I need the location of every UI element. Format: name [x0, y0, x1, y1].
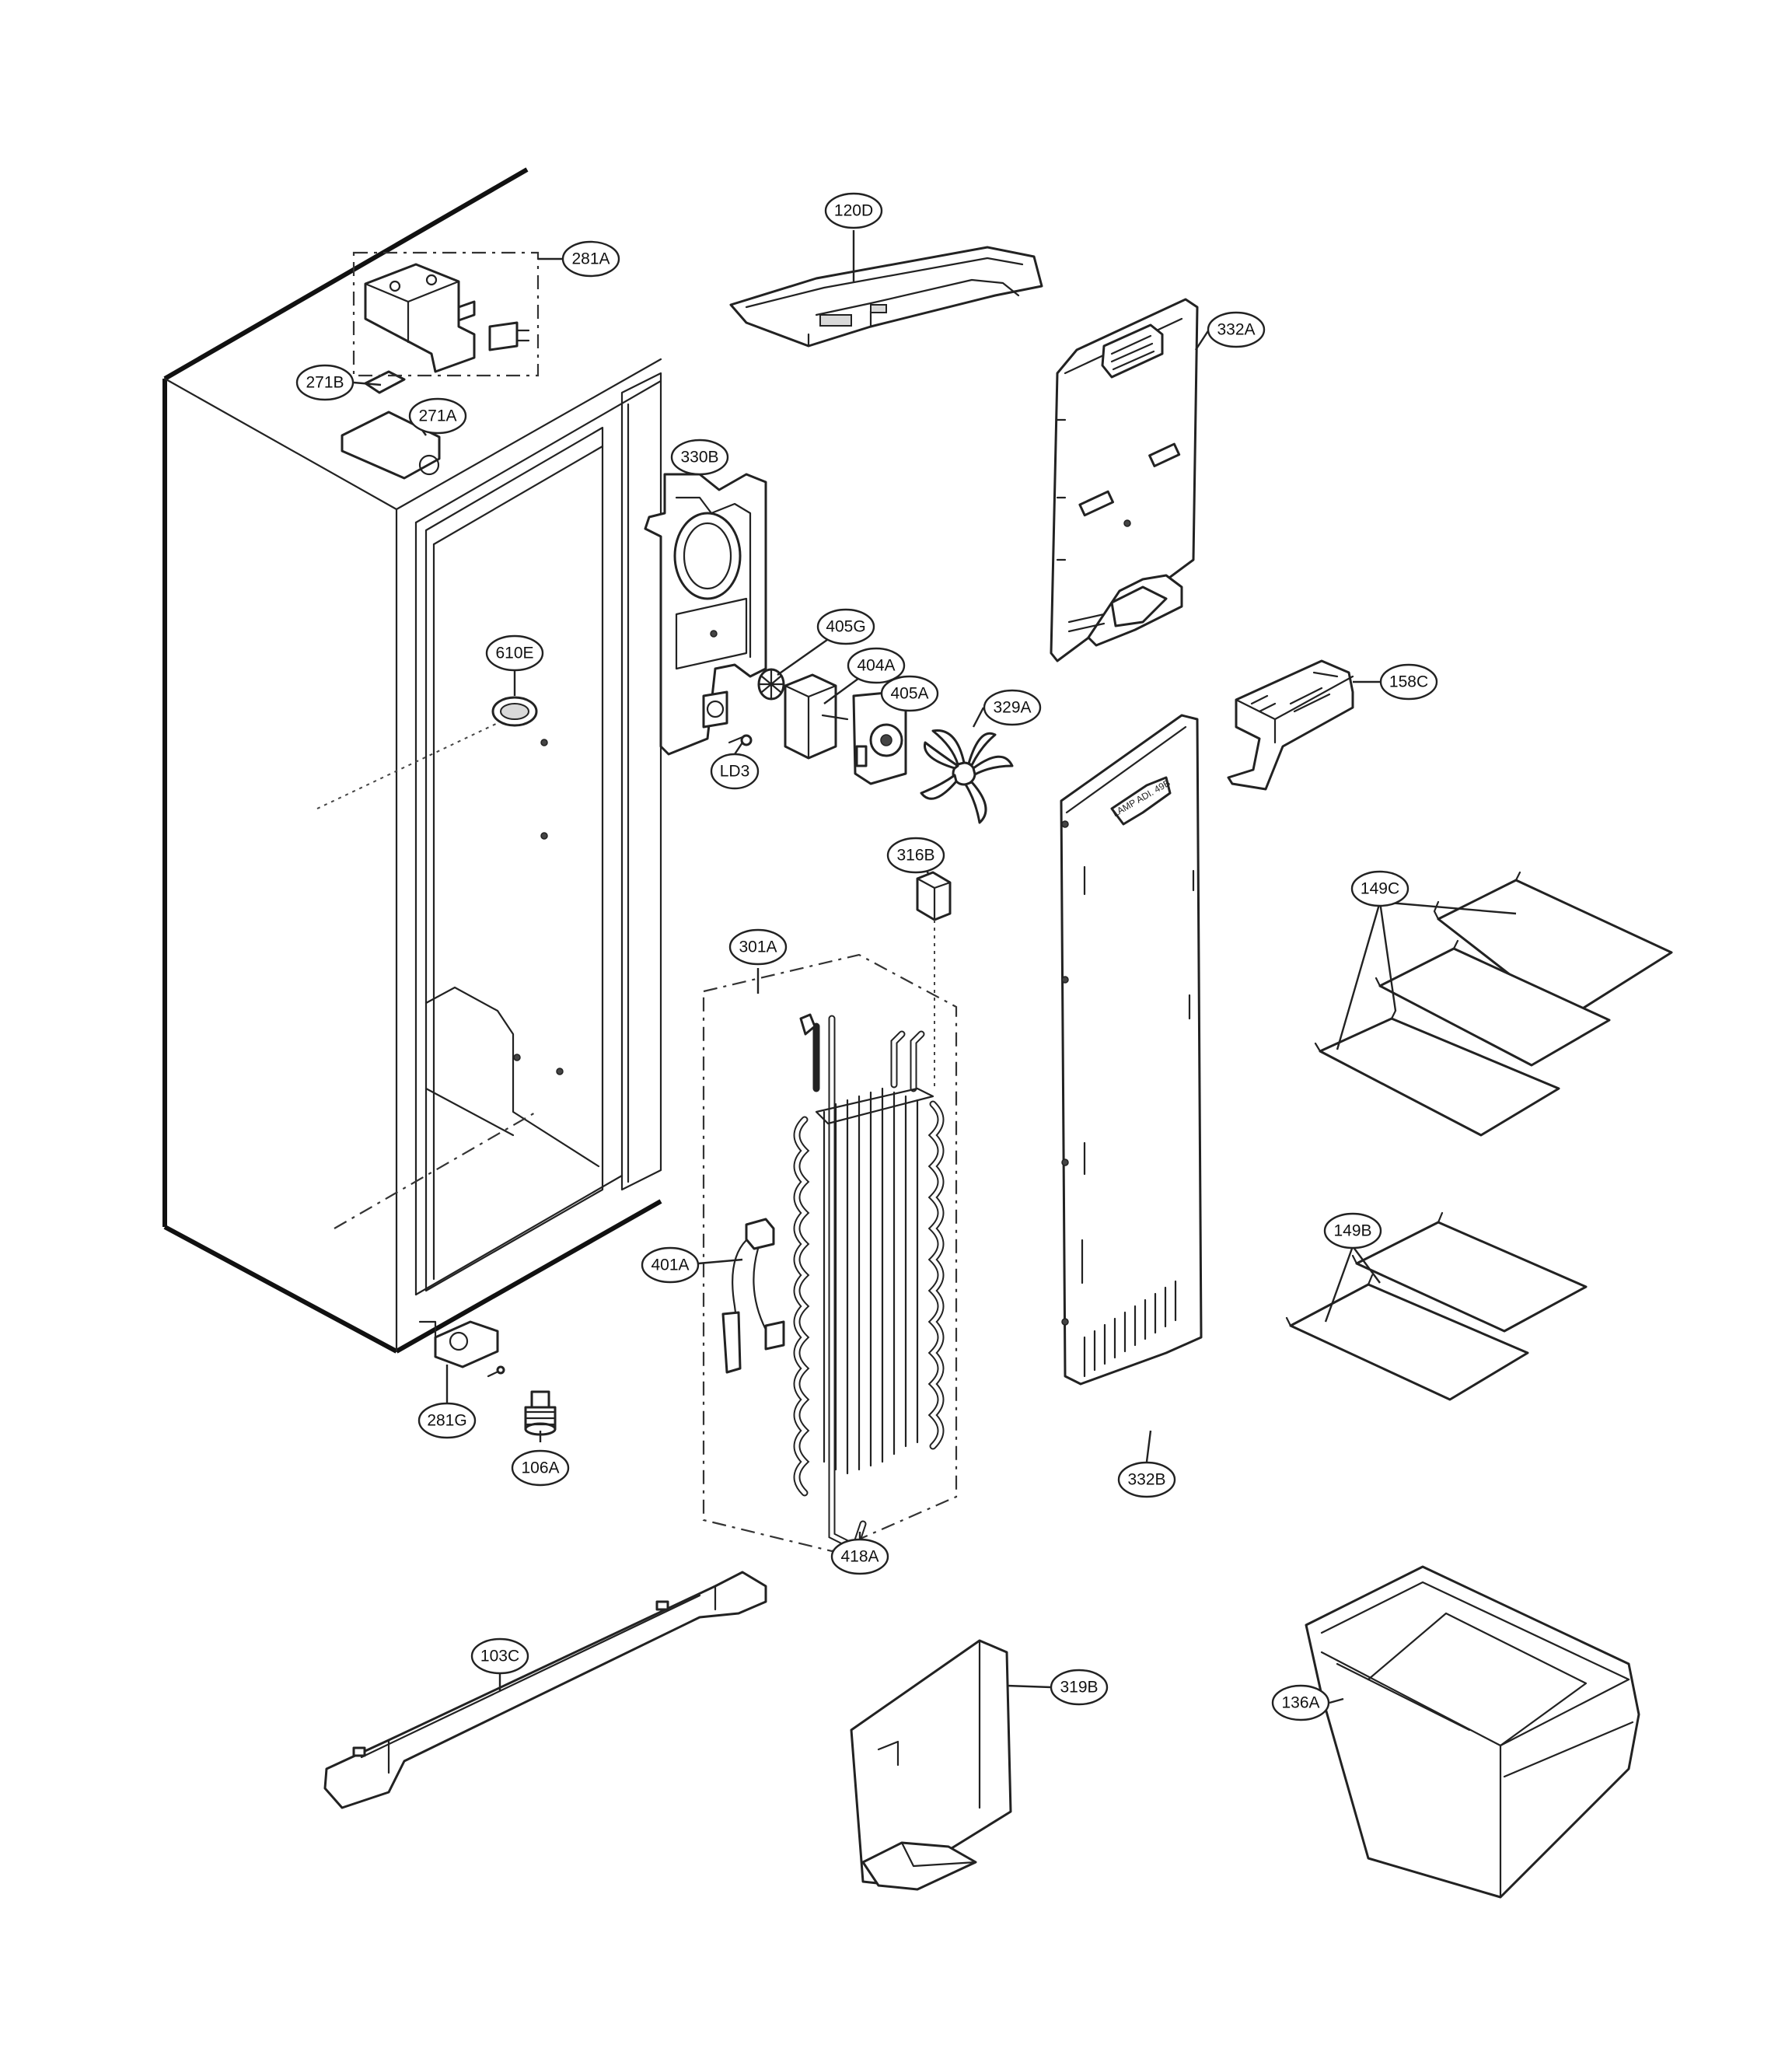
callout-label-301A: 301A [739, 938, 777, 956]
duct-cap-part [1227, 659, 1354, 791]
callout-label-LD3: LD3 [720, 763, 750, 781]
callout-332B: 332B [1117, 1461, 1176, 1498]
callout-label-404A: 404A [857, 657, 895, 675]
callout-label-158C: 158C [1389, 673, 1428, 691]
evaporator-assembly [702, 953, 958, 1553]
fan-blade-part [920, 729, 1014, 824]
evaporator-coils [793, 1100, 945, 1497]
callout-404A: 404A [847, 647, 906, 684]
callout-120D: 120D [824, 192, 883, 229]
callout-401A: 401A [641, 1246, 700, 1284]
evaporator-fins [815, 1087, 934, 1475]
callout-label-271A: 271A [418, 407, 456, 425]
vent-slots [1083, 1280, 1177, 1378]
callout-label-332B: 332B [1127, 1471, 1165, 1489]
lamp-part [728, 734, 753, 746]
callout-332A: 332A [1207, 311, 1266, 348]
callout-label-316B: 316B [896, 847, 934, 865]
callout-label-418A: 418A [840, 1548, 879, 1566]
callout-281A: 281A [561, 240, 620, 278]
motor-bracket-part [852, 690, 907, 785]
callout-281G: 281G [417, 1402, 477, 1439]
callout-316B: 316B [886, 837, 945, 874]
top-duct-cover-part [729, 246, 1043, 348]
callout-149B: 149B [1323, 1212, 1382, 1249]
callout-label-136A: 136A [1281, 1694, 1319, 1712]
upper-cover-panel-part [1050, 298, 1199, 662]
callout-106A: 106A [511, 1449, 570, 1487]
callout-label-271B: 271B [306, 374, 344, 392]
callout-418A: 418A [830, 1538, 889, 1575]
callout-271A: 271A [408, 397, 467, 435]
glass-shelves-149C [1314, 871, 1673, 1137]
callout-136A: 136A [1271, 1684, 1330, 1721]
lower-rail-part [323, 1571, 767, 1809]
callout-label-405G: 405G [826, 618, 865, 636]
callout-329A: 329A [983, 689, 1042, 726]
cover-duct-part [850, 1639, 1012, 1891]
refrigerator-cabinet [162, 167, 662, 1436]
lower-cover-panel-part: LAMP ADI. 49B [1060, 714, 1203, 1386]
callout-label-329A: 329A [993, 699, 1031, 717]
callout-label-330B: 330B [680, 449, 718, 467]
callout-301A: 301A [728, 928, 788, 966]
callout-319B: 319B [1050, 1669, 1109, 1706]
callout-271B: 271B [295, 364, 355, 401]
glass-shelves-149B [1285, 1211, 1588, 1401]
callout-330B: 330B [670, 439, 729, 476]
fan-motor-part [784, 673, 849, 760]
callout-label-281A: 281A [571, 250, 610, 268]
callout-405G: 405G [816, 608, 875, 645]
callout-label-319B: 319B [1060, 1679, 1098, 1697]
callout-label-120D: 120D [834, 202, 873, 220]
callout-label-401A: 401A [651, 1256, 689, 1274]
callout-label-610E: 610E [495, 645, 533, 662]
callout-label-332A: 332A [1217, 321, 1255, 339]
callout-label-149C: 149C [1361, 880, 1399, 898]
control-box-assembly [352, 251, 540, 377]
callout-label-281G: 281G [427, 1412, 466, 1430]
callout-158C: 158C [1379, 663, 1438, 701]
callout-label-103C: 103C [480, 1648, 519, 1665]
callout-103C: 103C [470, 1637, 529, 1675]
callout-label-106A: 106A [521, 1459, 559, 1477]
fan-grommet-part [757, 668, 785, 701]
foam-block-part [916, 871, 952, 1089]
callout-405A: 405A [880, 675, 939, 712]
callout-149C: 149C [1350, 870, 1409, 907]
callout-label-149B: 149B [1333, 1222, 1371, 1240]
callout-LD3: LD3 [710, 753, 760, 790]
fan-shroud-part [644, 473, 767, 756]
crisper-bin-part [1305, 1565, 1640, 1899]
callout-610E: 610E [485, 634, 544, 672]
callout-label-405A: 405A [890, 685, 928, 703]
